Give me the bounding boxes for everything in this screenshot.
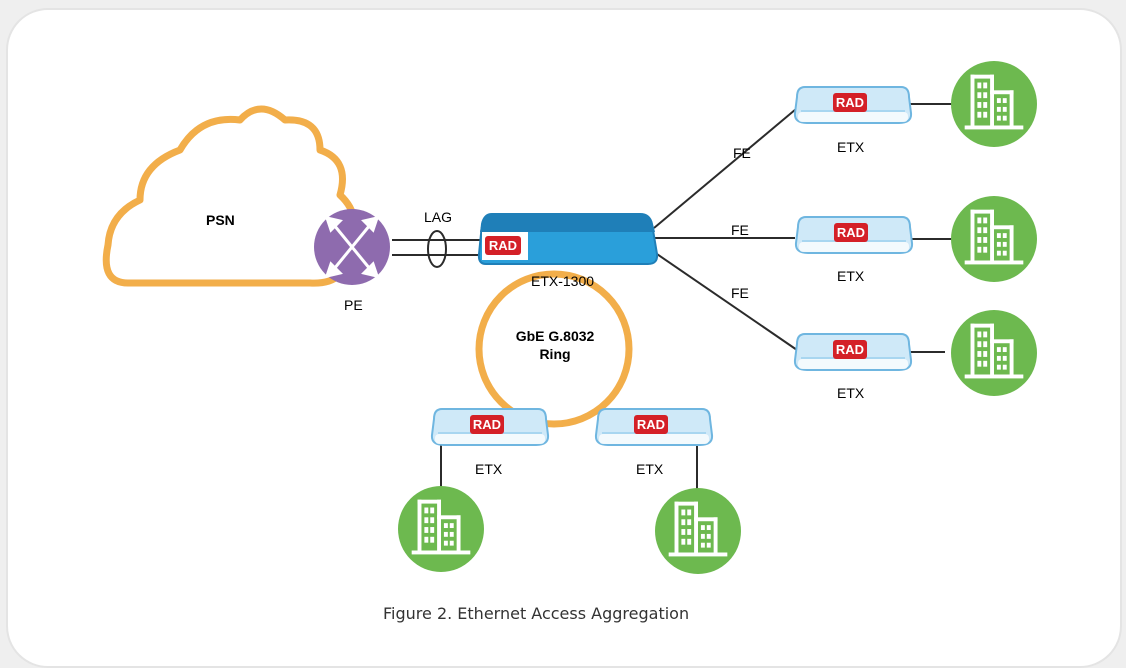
fe-label-middle: FE [731,222,749,238]
etx-device-2: RAD [794,216,914,254]
etx1300-logo: RAD [489,238,517,253]
etx-label-1: ETX [837,139,865,155]
etx1300-device: RAD [477,213,659,265]
lag-label: LAG [424,209,453,225]
etx-label-4: ETX [475,461,503,477]
g8032-ring [475,270,633,428]
pe-label: PE [344,297,363,313]
ring-label-line1: GbE G.8032 [515,328,595,344]
etx-device-1: RAD [793,86,913,124]
etx-label-2: ETX [837,268,865,284]
etx-logo: RAD [637,417,665,432]
etx-label-5: ETX [636,461,664,477]
etx-device-4: RAD [430,408,550,446]
figure-caption: Figure 2. Ethernet Access Aggregation [383,604,690,623]
building-icon [951,61,1037,147]
fe-link-bottom [653,251,798,351]
building-icon [398,486,484,572]
building-icon [951,196,1037,282]
figure-card [6,8,1122,668]
network-diagram: RAD RAD RAD RAD RAD RAD [102,61,1037,574]
etx-logo: RAD [837,225,865,240]
building-icon [655,488,741,574]
building-icon [951,310,1037,396]
psn-label: PSN [206,212,235,228]
etx-device-3: RAD [793,333,913,371]
etx-device-5: RAD [594,408,714,446]
fe-label-top: FE [733,145,751,161]
lag-bundle-icon [427,230,447,268]
fe-link-top [653,103,803,229]
etx-logo: RAD [473,417,501,432]
router-icon [314,209,390,285]
ring-label-line2: Ring [539,346,571,362]
etx1300-label: ETX-1300 [531,273,595,289]
etx-logo: RAD [836,342,864,357]
etx-label-3: ETX [837,385,865,401]
fe-label-bottom: FE [731,285,749,301]
etx-logo: RAD [836,95,864,110]
